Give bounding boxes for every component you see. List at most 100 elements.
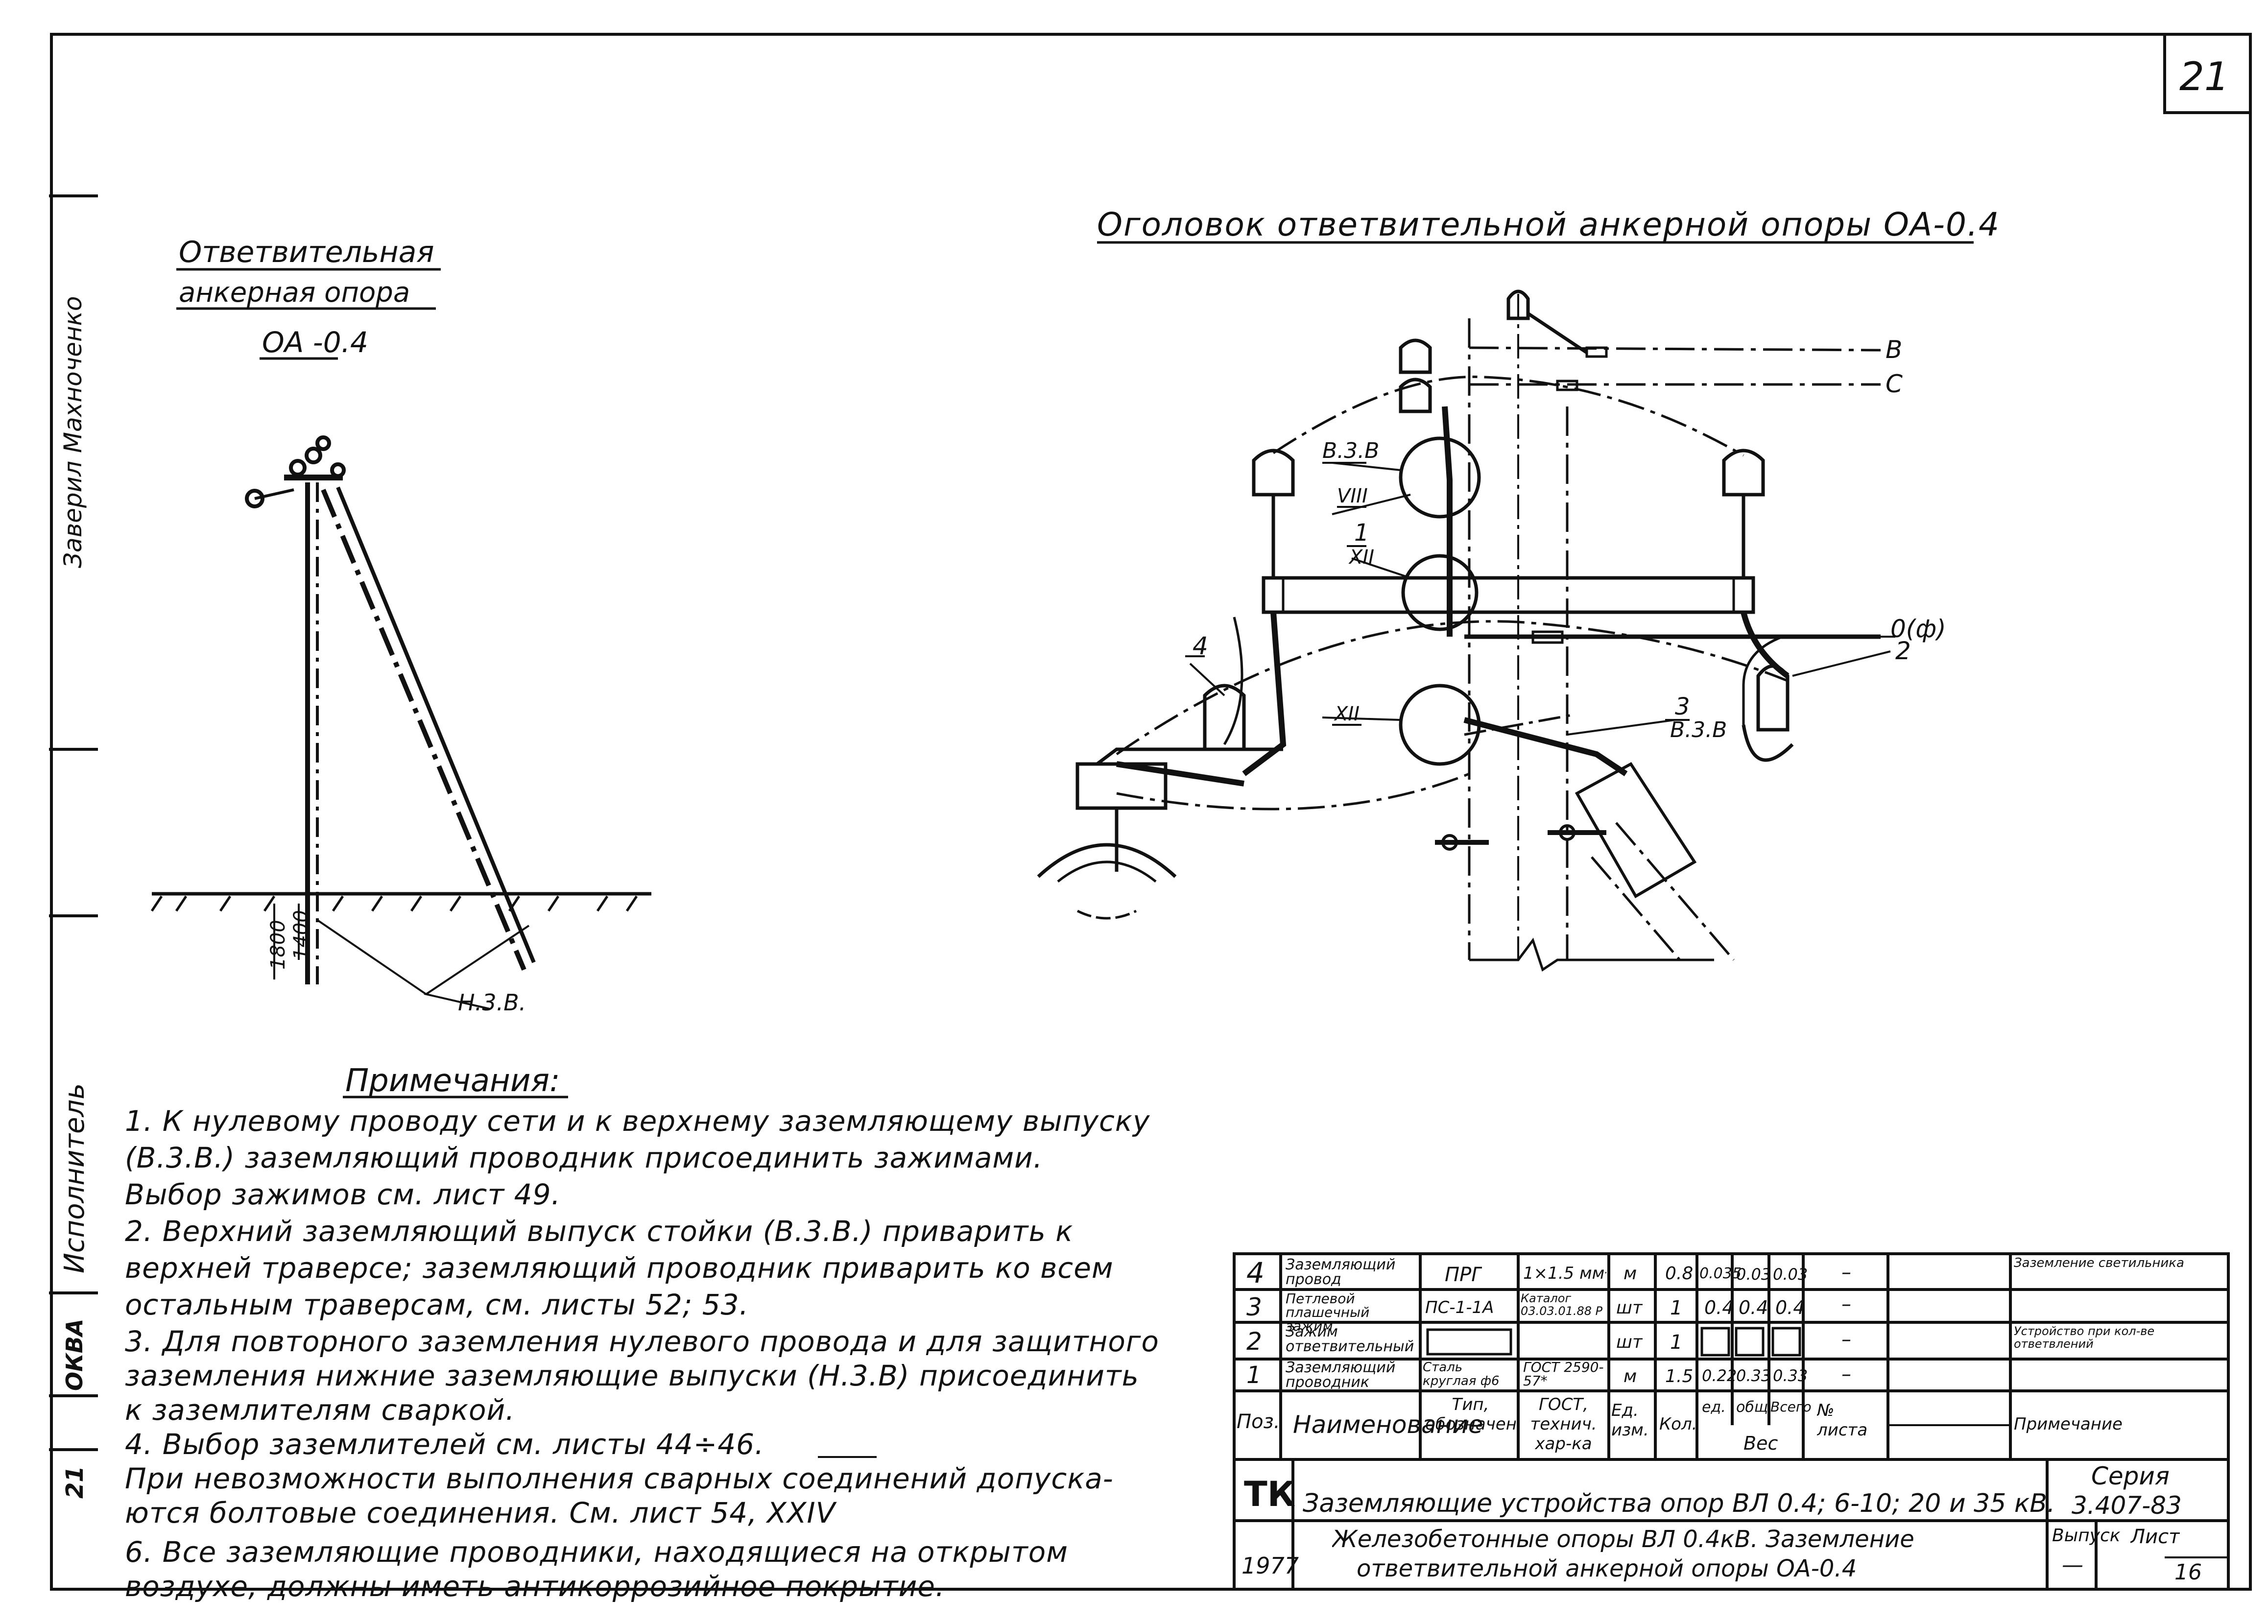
pole-elevation [150,435,651,1010]
label-pos-2: 2 [1895,637,1911,665]
cell-w1: 0.4 [1704,1297,1734,1318]
header-gost: ГОСТ, технич. хар-ка [1530,1395,1597,1454]
cell-type: ПРГ [1445,1264,1482,1286]
label-viii: VIII [1337,485,1368,507]
header-unit: Ед. изм. [1611,1401,1649,1440]
cell-name: Петлевой плашечный зажим [1286,1292,1370,1333]
subtitle-line1: Железобетонные опоры ВЛ 0.4кВ. Заземлени… [1332,1526,1914,1553]
right-title: Оголовок ответвительной анкерной опоры О… [1097,206,2000,243]
cell-sheet: – [1841,1293,1851,1315]
note-line: верхней траверсе; заземляющий проводник … [125,1251,1114,1285]
year: 1977 [1241,1552,1299,1579]
note-line: остальным траверсам, см. листы 52; 53. [125,1288,749,1321]
cell-sheet: – [1841,1261,1851,1284]
note-line: Выбор зажимов см. лист 49. [125,1178,561,1211]
cell-unit: м [1623,1366,1637,1386]
cell-gost: Каталог 03.03.01.88 Р [1521,1292,1603,1317]
label-pos-4: 4 [1193,632,1208,660]
note-line: 6. Все заземляющие проводники, находящие… [125,1535,1069,1569]
cell-unit: м [1623,1264,1637,1284]
org-code: ТК [1244,1474,1295,1514]
cell-pos: 3 [1246,1293,1262,1321]
vypusk-label: Выпуск [2052,1526,2121,1546]
cell-name: Заземляющий проводник [1286,1361,1396,1390]
cell-w2: 0.33 [1736,1366,1771,1385]
cell-qty: 1 [1670,1297,1683,1319]
series-label: Серия [2091,1462,2170,1490]
cell-w1: 0.22 [1702,1366,1737,1385]
label-vzv-top: В.3.В [1322,438,1380,463]
header-sheet: № листа [1817,1401,1868,1440]
label-vzv-bottom: В.3.В [1670,717,1727,742]
cell-note: Устройство при кол-ве ответвлений [2014,1325,2155,1350]
label-pos-1: 1 [1354,519,1369,547]
note-line: 1. К нулевому проводу сети и к верхнему … [125,1104,1150,1138]
header-name: Наименование [1293,1410,1483,1439]
stamp-zaveril: Заверил Махноченко [59,296,87,568]
stamp-okva: ОКВА [61,1318,88,1391]
cell-w3: 0.03 [1773,1265,1808,1284]
label-pos-3: 3 [1675,693,1690,720]
head-assembly [1037,241,1974,972]
header-type: Тип, обозначение [1425,1395,1516,1434]
header-w2: общ [1736,1399,1768,1416]
left-title-line1: Ответвительная [179,235,434,269]
note-line: к заземлителям сваркой. [125,1393,515,1427]
sheet-number: 21 [2179,54,2229,99]
cell-w3: 0.33 [1773,1366,1808,1385]
cell-w1: 0.035 [1699,1265,1742,1282]
left-title-line3: ОА -0.4 [262,326,368,359]
cell-pos: 2 [1246,1327,1262,1356]
cell-qty: 1 [1670,1331,1683,1354]
note-line: 2. Верхний заземляющий выпуск стойки (В.… [125,1215,1074,1248]
cell-gost: ГОСТ 2590-57* [1523,1361,1604,1388]
cell-type: Сталь круглая ф6 [1423,1361,1500,1388]
cell-pos: 1 [1246,1361,1262,1389]
header-w1: ед. [1702,1399,1726,1416]
subtitle-line2: ответвительной анкерной опоры ОА-0.4 [1357,1555,1857,1582]
cell-name: Заземляющий провод [1286,1258,1396,1287]
vypusk-value: — [2062,1552,2083,1577]
label-zero-wire: 0(ф) [1890,615,1946,643]
header-qty: Кол. [1659,1414,1697,1434]
cell-w2: 0.4 [1739,1297,1768,1318]
cell-qty: 1.5 [1665,1366,1694,1386]
header-weight: Вес [1743,1433,1778,1454]
cell-w3: 0.4 [1775,1297,1805,1318]
stamp-ispolnitel: Исполнитель [59,1083,91,1273]
drawing-title: Заземляющие устройства опор ВЛ 0.4; 6-10… [1303,1489,2055,1518]
list-value: 16 [2174,1560,2202,1585]
cell-pos: 4 [1246,1256,1265,1290]
cell-unit: шт [1616,1332,1643,1352]
header-note: Примечание [2014,1414,2123,1434]
cell-gost: 1×1.5 мм² [1523,1264,1606,1283]
note-line: заземления нижние заземляющие выпуски (Н… [125,1359,1139,1392]
note-line: 4. Выбор заземлителей см. листы 44÷46. [125,1428,764,1461]
label-xii-top: XII [1349,546,1374,569]
label-phase-b: В [1886,335,1903,364]
note-line: воздухе, должны иметь антикоррозийное по… [125,1570,945,1603]
cell-qty: 0.8 [1665,1264,1694,1284]
label-nzv: Н.3.В. [458,989,526,1016]
stamp-number: 21 [61,1466,89,1499]
note-line: (В.3.В.) заземляющий проводник присоедин… [125,1141,1043,1174]
header-w3: Всего [1770,1399,1812,1415]
cell-name: Зажим ответвительный [1286,1325,1414,1354]
header-pos: Поз. [1237,1410,1280,1433]
cell-type: ПС-1-1А [1425,1298,1494,1317]
label-height-1400: 1400 [290,910,312,960]
cell-w2: 0.03 [1736,1265,1771,1284]
notes-title: Примечания: [345,1063,560,1099]
note-line: ются болтовые соединения. См. лист 54, X… [125,1496,836,1529]
note-line: При невозможности выполнения сварных сое… [125,1462,1114,1495]
label-phase-c: С [1886,370,1903,398]
cell-note: Заземление светильника [2014,1256,2184,1270]
left-title-line2: анкерная опора [179,277,410,309]
label-xii-bottom: XII [1335,703,1360,725]
note-line: 3. Для повторного заземления нулевого пр… [125,1325,1159,1358]
series-number: 3.407-83 [2072,1491,2182,1520]
cell-sheet: – [1841,1363,1851,1385]
spec-table-grid [176,268,2230,1591]
cell-unit: шт [1616,1298,1643,1318]
